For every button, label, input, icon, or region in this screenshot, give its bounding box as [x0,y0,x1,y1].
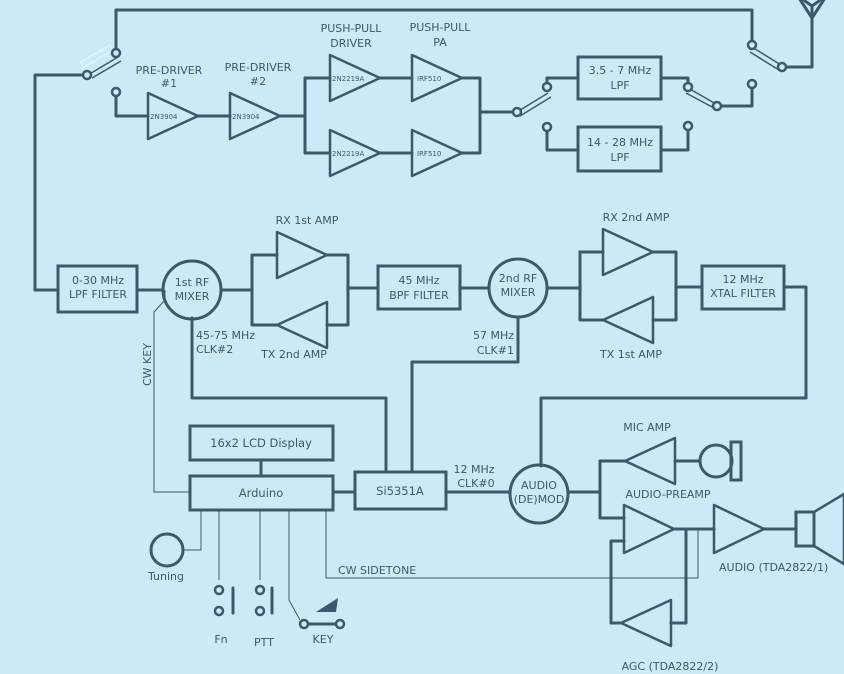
lpf-14-28-box [576,125,663,173]
bpf-45-box [376,264,462,311]
pa-amp-top [410,53,464,103]
pre-driver-2-label-a: PRE-DRIVER [225,61,292,74]
q-2n3904-1: 2N3904 [150,113,178,121]
lpf-0-30-label-a: 0-30 MHz [72,274,124,287]
rx-chain-wires [135,250,808,474]
clk2-label-b: CLK#2 [196,343,233,356]
antenna-switch[interactable] [746,39,788,90]
push-pull-driver-label-b: DRIVER [330,37,372,50]
lpf-14-28-label-a: 14 - 28 MHz [587,136,653,149]
clk1-label-a: 57 MHz [473,329,514,342]
rx-1st-amp-label: RX 1st AMP [276,214,339,227]
lpf-0-30-box [56,264,139,314]
si5351-label: Si5351A [376,484,424,498]
clk0-label-b: CLK#0 [457,477,494,490]
microphone-icon [698,440,743,482]
mixer-2-label-b: MIXER [501,286,536,299]
mixer-2-label-a: 2nd RF [499,272,537,285]
key-switch[interactable] [298,598,346,630]
bpf-45-label-b: BPF FILTER [389,289,449,302]
clk1-label-b: CLK#1 [477,344,514,357]
q-irf510-top: IRF510 [417,75,441,83]
driver-amp-top [328,53,382,103]
tx-rx-switch[interactable] [79,44,122,98]
q-2n2219a-bottom: 2N2219A [332,150,365,158]
audio-preamp-label: AUDIO-PREAMP [625,488,710,501]
clk2-label-a: 45-75 MHz [196,329,255,342]
xtal-12-box [700,264,786,311]
fn-button[interactable] [213,584,235,617]
clk0-label-a: 12 MHz [453,463,494,476]
push-pull-pa-label-a: PUSH-PULL [410,21,472,34]
pre-driver-1-label-b: #1 [161,77,177,90]
filter-select-switch-in[interactable] [511,81,553,133]
pre-driver-1-amp [146,91,200,141]
audio-amp [712,503,766,555]
agc-label: AGC (TDA2822/2) [622,660,719,673]
q-2n3904-2: 2N3904 [232,113,260,121]
si5351-box [353,470,448,511]
key-label: KEY [313,633,334,646]
tx-2nd-amp-label: TX 2nd AMP [260,348,327,361]
antenna-icon [798,0,826,20]
fn-label: Fn [214,633,227,646]
lpf-3-7-label-b: LPF [610,79,629,92]
demod-label-a: AUDIO [521,479,557,492]
ptt-button[interactable] [254,584,274,617]
tuning-label: Tuning [147,570,184,583]
push-pull-pa-label-b: PA [433,36,447,49]
audio-out-label: AUDIO (TDA2822/1) [719,561,828,574]
arduino-label: Arduino [239,486,284,500]
mixer-1-label-a: 1st RF [175,276,210,289]
agc-amp [619,598,673,648]
rx-1st-amp [275,230,329,280]
driver-amp-bottom [328,128,382,178]
rx-2nd-amp [601,227,655,277]
lcd-box [188,424,335,462]
lpf-14-28-label-b: LPF [610,151,629,164]
q-irf510-bottom: IRF510 [417,150,441,158]
audio-preamp [622,503,676,555]
pre-driver-2-amp [228,91,282,141]
pre-driver-1-label-a: PRE-DRIVER [136,64,203,77]
pre-driver-2-label-b: #2 [250,75,266,88]
tx-1st-amp-label: TX 1st AMP [599,348,662,361]
tuning-knob[interactable] [149,532,185,568]
push-pull-driver-label-a: PUSH-PULL [321,22,383,35]
control-wires [153,290,798,625]
mic-amp [623,436,677,486]
q-2n2219a-top: 2N2219A [332,75,365,83]
mixer-2 [487,257,549,319]
speaker-icon [794,492,844,566]
mic-amp-label: MIC AMP [623,421,671,434]
demod-circle [508,463,570,525]
cw-key-label: CW KEY [141,343,154,386]
xtal-12-label-b: XTAL FILTER [710,287,776,300]
filter-select-switch-out[interactable] [682,81,723,132]
lcd-label: 16x2 LCD Display [210,436,312,450]
cw-sidetone-label: CW SIDETONE [338,564,416,577]
mixer-1 [161,259,223,321]
pa-amp-bottom [410,128,464,178]
demod-label-b: (DE)MOD [514,493,565,506]
lpf-0-30-label-b: LPF FILTER [69,288,127,301]
tx-2nd-amp [275,300,329,350]
tx-chain-wires [33,4,814,292]
xtal-12-label-a: 12 MHz [722,273,763,286]
rx-2nd-amp-label: RX 2nd AMP [603,211,670,224]
bpf-45-label-a: 45 MHz [398,274,439,287]
arduino-box [188,474,335,512]
tx-1st-amp [601,295,655,345]
lpf-3-7-box [576,55,663,101]
ptt-label: PTT [254,636,274,649]
mixer-1-label-b: MIXER [175,290,210,303]
lpf-3-7-label-a: 3.5 - 7 MHz [589,64,652,77]
